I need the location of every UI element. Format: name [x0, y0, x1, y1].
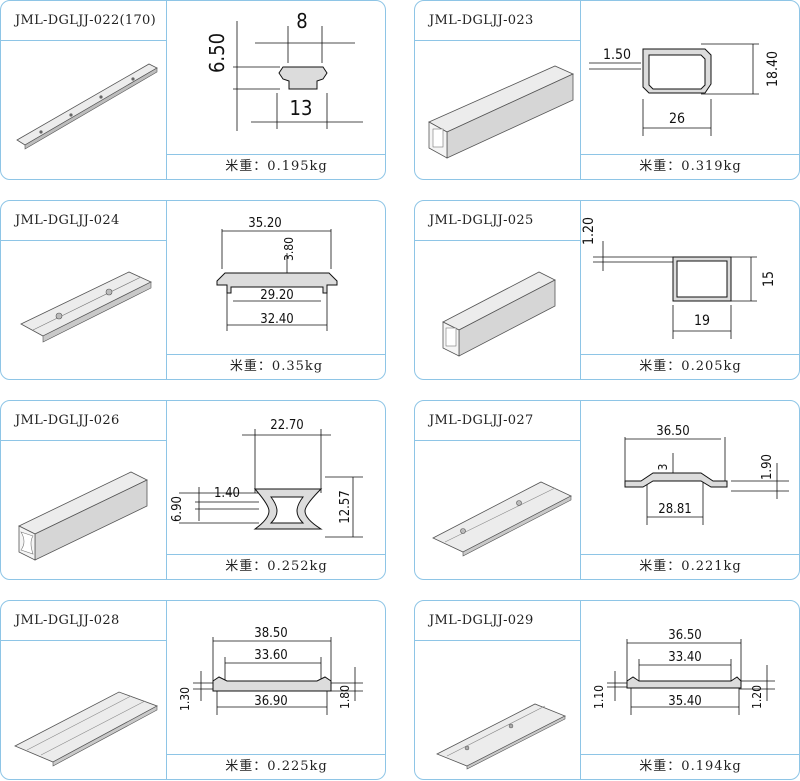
- dim-height: 3.80: [282, 237, 296, 261]
- cross-section-drawing: 1.20 15 19: [581, 217, 777, 339]
- dim-thickness: 1.20: [750, 685, 764, 709]
- cross-section-drawing: 8 6.50 13: [205, 9, 363, 131]
- product-code: JML-DGLJJ-027: [415, 401, 581, 441]
- weight-value: 0.221kg: [681, 559, 742, 574]
- dim-width: 26: [669, 111, 685, 127]
- weight-value: 0.225kg: [267, 759, 328, 774]
- weight-row: 米重：0.35kg: [167, 354, 385, 379]
- product-code: JML-DGLJJ-022(170): [1, 1, 167, 41]
- dim-width: 19: [694, 313, 710, 329]
- weight-label: 米重：: [225, 559, 268, 574]
- dim-overall-width: 36.50: [656, 424, 689, 439]
- product-code: JML-DGLJJ-023: [415, 1, 581, 41]
- weight-row: 米重：0.195kg: [167, 154, 385, 179]
- dim-lip-height: 1.30: [178, 687, 192, 711]
- weight-value: 0.194kg: [681, 759, 742, 774]
- product-card-022: JML-DGLJJ-022(170) 8 6.50 13 米重：0.195kg: [0, 0, 386, 180]
- weight-row: 米重：0.221kg: [581, 554, 799, 579]
- product-code: JML-DGLJJ-028: [1, 601, 167, 641]
- product-card-023: JML-DGLJJ-023 1.50 18.40 26 米重：0.319kg: [414, 0, 800, 180]
- weight-label: 米重：: [225, 759, 268, 774]
- dim-slot-width: 33.60: [254, 648, 287, 663]
- product-info: JML-DGLJJ-026: [1, 401, 167, 579]
- weight-value: 0.319kg: [681, 159, 742, 174]
- dim-width-bottom: 13: [290, 96, 313, 120]
- product-code: JML-DGLJJ-024: [1, 201, 167, 241]
- dim-inner-height: 6.90: [170, 496, 185, 522]
- dim-inner-width: 29.20: [260, 288, 293, 303]
- dim-inner-width: 28.81: [658, 502, 691, 517]
- dim-base-width: 35.40: [668, 694, 701, 709]
- product-code: JML-DGLJJ-025: [415, 201, 581, 241]
- product-photo: [436, 703, 566, 770]
- product-info: JML-DGLJJ-022(170): [1, 1, 167, 179]
- weight-value: 0.195kg: [267, 159, 328, 174]
- dim-wall: 1.50: [603, 47, 631, 63]
- dim-depth: 3: [656, 464, 670, 471]
- dim-height: 12.57: [338, 490, 353, 523]
- product-code: JML-DGLJJ-029: [415, 601, 581, 641]
- product-code: JML-DGLJJ-026: [1, 401, 167, 441]
- weight-value: 0.205kg: [681, 359, 742, 374]
- weight-label: 米重：: [229, 359, 272, 374]
- weight-row: 米重：0.205kg: [581, 354, 799, 379]
- product-info: JML-DGLJJ-027: [415, 401, 581, 579]
- product-info: JML-DGLJJ-023: [415, 1, 581, 179]
- weight-label: 米重：: [639, 159, 682, 174]
- product-card-029: JML-DGLJJ-029 36.50 3: [414, 600, 800, 780]
- product-card-027: JML-DGLJJ-027 36.50 3 1.90 28.81: [414, 400, 800, 580]
- weight-label: 米重：: [639, 359, 682, 374]
- product-photo: [428, 65, 574, 159]
- weight-row: 米重：0.194kg: [581, 754, 799, 779]
- dim-height: 15: [761, 271, 777, 287]
- dim-overall-width: 36.50: [668, 628, 701, 643]
- weight-value: 0.252kg: [267, 559, 328, 574]
- weight-row: 米重：0.225kg: [167, 754, 385, 779]
- weight-label: 米重：: [225, 159, 268, 174]
- product-photo: [20, 271, 152, 343]
- product-photo: [18, 471, 148, 561]
- dim-base-width: 36.90: [254, 694, 287, 709]
- product-info: JML-DGLJJ-025: [415, 201, 581, 379]
- dim-height: 18.40: [765, 51, 781, 87]
- product-card-028: JML-DGLJJ-028 38.50 33.60: [0, 600, 386, 780]
- dim-mid-width: 32.40: [260, 312, 293, 327]
- product-card-026: JML-DGLJJ-026 22.70 1.40 6.90 12.57: [0, 400, 386, 580]
- dim-lip-height: 1.10: [592, 685, 606, 709]
- cross-section-drawing: 22.70 1.40 6.90 12.57: [170, 418, 363, 538]
- dim-height: 6.50: [205, 33, 229, 73]
- product-photo: [442, 271, 556, 357]
- dim-slot-width: 33.40: [668, 650, 701, 665]
- cross-section-drawing: 35.20 3.80 29.20 32.40: [216, 216, 338, 331]
- product-photo: [14, 691, 158, 767]
- dim-overall-width: 38.50: [254, 626, 287, 641]
- product-info: JML-DGLJJ-029: [415, 601, 581, 779]
- weight-row: 米重：0.252kg: [167, 554, 385, 579]
- product-info: JML-DGLJJ-024: [1, 201, 167, 379]
- dim-thickness: 1.80: [338, 685, 352, 709]
- dim-width-top: 8: [296, 9, 307, 33]
- product-info: JML-DGLJJ-028: [1, 601, 167, 779]
- product-card-024: JML-DGLJJ-024 35.20 3.80 29.20 32.40: [0, 200, 386, 380]
- product-photo: [16, 63, 158, 150]
- dim-overall-width: 35.20: [248, 216, 281, 231]
- dim-wall: 1.20: [581, 217, 597, 245]
- cross-section-drawing: 38.50 33.60 1.30 36.90 1.80: [178, 626, 363, 715]
- cross-section-drawing: 1.50 18.40 26: [589, 43, 781, 136]
- cross-section-drawing: 36.50 33.40 1.10 35.40 1.20: [592, 628, 775, 715]
- product-card-025: JML-DGLJJ-025 1.20 15 19 米重：0.205kg: [414, 200, 800, 380]
- product-photo: [432, 481, 572, 557]
- weight-value: 0.35kg: [271, 359, 324, 374]
- weight-label: 米重：: [639, 759, 682, 774]
- dim-wall: 1.40: [214, 486, 240, 501]
- weight-label: 米重：: [639, 559, 682, 574]
- weight-row: 米重：0.319kg: [581, 154, 799, 179]
- dim-thickness: 1.90: [760, 454, 775, 480]
- dim-width: 22.70: [270, 418, 303, 433]
- cross-section-drawing: 36.50 3 1.90 28.81: [624, 424, 789, 525]
